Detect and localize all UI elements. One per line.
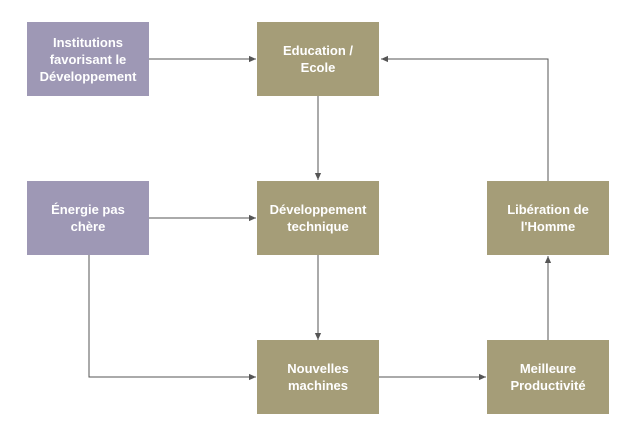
edge-energie-machines xyxy=(88,255,256,381)
node-education: Education / Ecole xyxy=(257,22,379,96)
node-machines: Nouvelles machines xyxy=(257,340,379,414)
node-liberation: Libération de l'Homme xyxy=(487,181,609,255)
node-institutions: Institutions favorisant le Développement xyxy=(27,22,149,96)
edge-liberation-education xyxy=(381,55,549,181)
node-productivite: Meilleure Productivité xyxy=(487,340,609,414)
node-developpement: Développement technique xyxy=(257,181,379,255)
node-energie: Énergie pas chère xyxy=(27,181,149,255)
